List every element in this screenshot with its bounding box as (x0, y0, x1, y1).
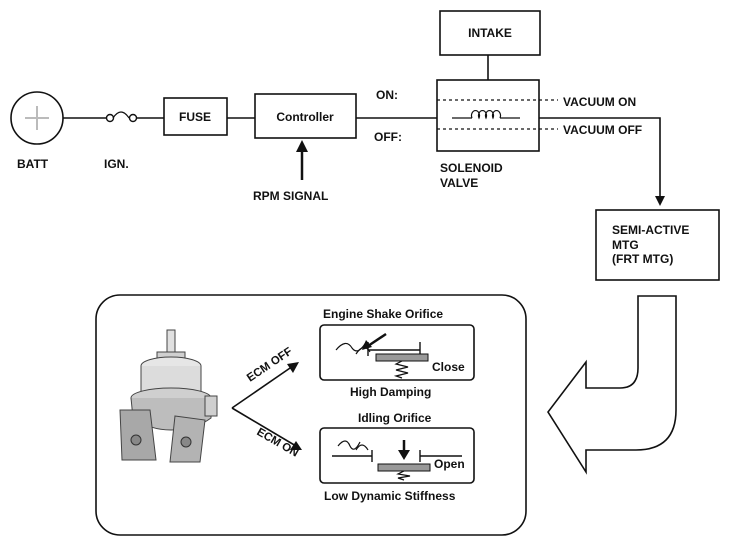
battery-symbol (10, 91, 64, 145)
mtg-label-line3: (FRT MTG) (612, 252, 673, 266)
vacuum-line-arrow (539, 117, 665, 206)
open-state-schematic (332, 440, 462, 481)
mtg-label-line2: MTG (612, 238, 639, 252)
controller-label: Controller (276, 110, 334, 124)
on-label: ON: (376, 88, 398, 102)
engine-mount-illustration (119, 329, 218, 463)
fuse-box (163, 97, 228, 136)
open-label: Open (434, 457, 465, 471)
off-label: OFF: (374, 130, 402, 144)
mtg-label-line1: SEMI-ACTIVE (612, 223, 689, 237)
solenoid-coil-symbol (452, 109, 520, 120)
solenoid-valve-box (436, 79, 540, 152)
ign-label: IGN. (104, 157, 129, 171)
ecm-off-arrow (231, 362, 299, 409)
vacuum-on-label: VACUUM ON (563, 95, 636, 109)
close-state-box (319, 324, 475, 381)
open-state-box (319, 427, 475, 484)
ecm-on-arrow (231, 407, 302, 450)
big-curved-arrow (547, 295, 677, 475)
controller-box (254, 93, 357, 139)
close-label: Close (432, 360, 465, 374)
rpm-signal-arrow (296, 140, 308, 180)
rpm-signal-label: RPM SIGNAL (253, 189, 328, 203)
solenoid-label-line2: VALVE (440, 176, 478, 190)
close-state-schematic (335, 332, 429, 379)
idling-orifice-label: Idling Orifice (358, 411, 432, 425)
high-damping-label: High Damping (350, 385, 431, 399)
ignition-switch-symbol (105, 111, 138, 123)
semi-active-mtg-box (595, 209, 720, 281)
low-dynamic-stiffness-label: Low Dynamic Stiffness (324, 489, 456, 503)
batt-label: BATT (17, 157, 49, 171)
vacuum-off-label: VACUUM OFF (563, 123, 642, 137)
solenoid-label-line1: SOLENOID (440, 161, 503, 175)
intake-label: INTAKE (468, 26, 512, 40)
intake-box (439, 10, 541, 56)
engine-shake-orifice-label: Engine Shake Orifice (323, 307, 443, 321)
fuse-label: FUSE (179, 110, 211, 124)
